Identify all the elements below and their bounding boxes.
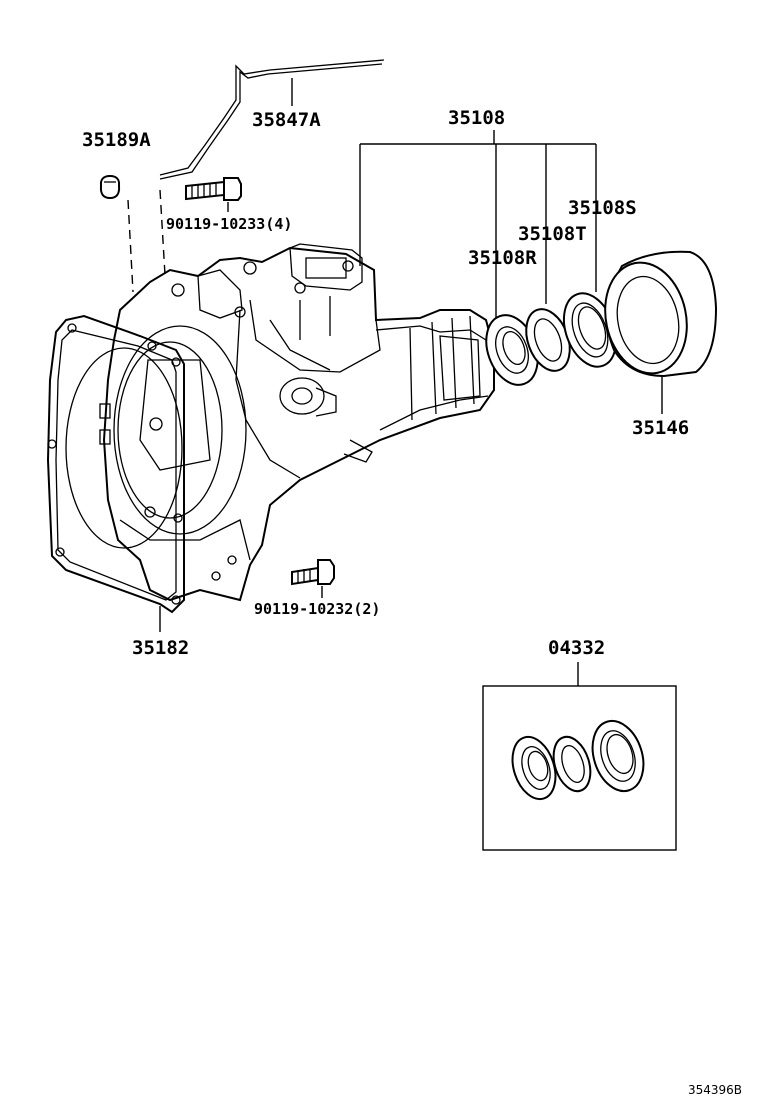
label-plug: 35189A [82,129,151,151]
gasket-part [46,314,185,614]
kit-oil-seal-large-part [591,719,645,793]
label-wire: 35847A [252,109,321,131]
label-seal-s: 35108S [568,197,637,219]
label-gasket: 35182 [132,637,189,659]
label-bolt-lower: 90119-10232(2) [254,600,380,618]
label-seal-group: 35108 [448,107,505,129]
seal-kit-box [482,685,677,851]
breather-wire-part [159,59,385,180]
plug-dash-line [127,199,134,293]
bolt-lower-part [291,559,335,586]
label-bolt-upper: 90119-10233(4) [166,215,292,233]
label-seal-kit: 04332 [548,637,605,659]
label-dust-cover: 35146 [632,417,689,439]
plug-part [99,174,121,200]
wire-dash-line [159,189,167,293]
extension-housing-part [99,243,495,602]
oil-seal-r-part [485,314,539,386]
label-seal-r: 35108R [468,247,537,269]
dust-cover-part [604,250,718,378]
label-seal-t: 35108T [518,223,587,245]
kit-spacer-ring-part [552,735,592,793]
kit-oil-seal-part [511,735,557,801]
figure-reference: 354396B [688,1083,742,1097]
bolt-upper-part [185,177,242,201]
seal-group-bracket [359,130,597,320]
